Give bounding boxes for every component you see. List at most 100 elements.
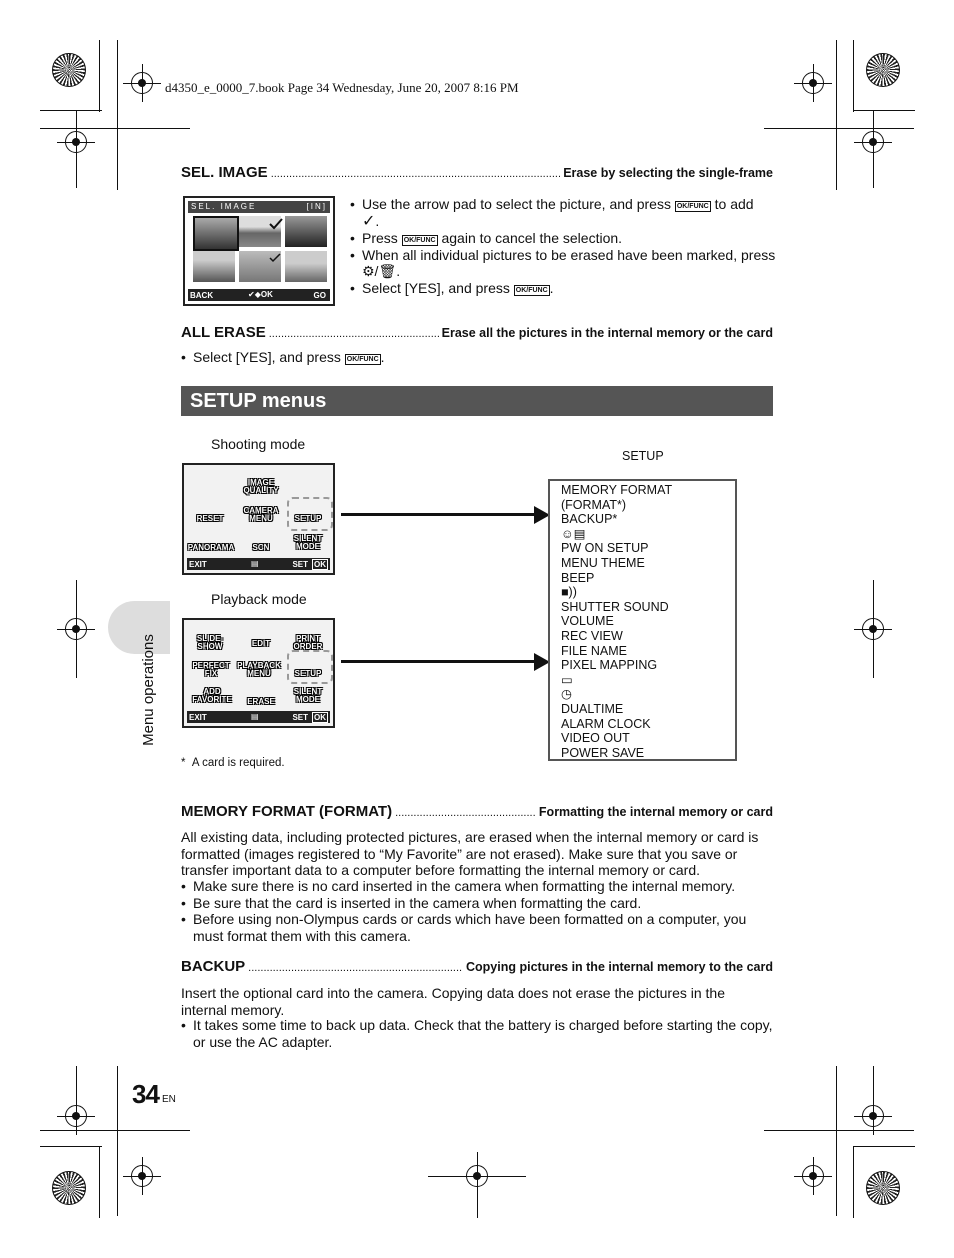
erase-icon: ⚙/🗑 (362, 263, 397, 279)
sel-image-lcd: SEL. IMAGE [IN] BACK ✔◆OK GO (183, 196, 335, 306)
menu-glyph-icon: ☺▤ (561, 526, 586, 541)
menu-item: VOLUME (561, 614, 614, 629)
setup-heading-text: SETUP menus (190, 390, 327, 412)
lcd-footer: EXIT ▤ SET OK (187, 558, 330, 570)
thumbnail (239, 216, 281, 247)
arrow-head-icon (534, 653, 550, 671)
registration-mark-icon (57, 610, 95, 648)
registration-wheel-icon (866, 53, 900, 87)
print-header: d4350_e_0000_7.book Page 34 Wednesday, J… (165, 80, 519, 95)
sel-image-bullets: Use the arrow pad to select the picture,… (350, 196, 780, 296)
all-erase-heading: ALL ERASE Erase all the pictures in the … (181, 324, 773, 341)
registration-mark-icon (794, 64, 832, 102)
backup-desc: Copying pictures in the internal memory … (466, 960, 773, 974)
menu-icon-label: CAMERA MENU (243, 506, 279, 523)
list-item: Select [YES], and press OK/FUNC. (181, 349, 681, 366)
menu-item: SHUTTER SOUND (561, 599, 669, 614)
menu-icon-label: SCN (252, 543, 270, 552)
list-item: Be sure that the card is inserted in the… (181, 895, 773, 912)
menu-icon-label: PANORAMA (187, 543, 235, 552)
lcd-footer: EXIT ▤ SET OK (187, 711, 330, 723)
menu-icon-label: SETUP (294, 669, 322, 678)
menu-glyph-icon: ◷ (561, 687, 572, 702)
dial-icon: ▤ (251, 559, 259, 568)
menu-item: POWER SAVE (561, 745, 645, 760)
playback-mode-label: Playback mode (211, 591, 307, 607)
menu-icon-label: ERASE (247, 697, 275, 706)
all-erase-bullets: Select [YES], and press OK/FUNC. (181, 349, 681, 366)
lcd-tag: [IN] (306, 202, 327, 211)
memory-format-desc: Formatting the internal memory or card (538, 805, 773, 819)
registration-mark-icon (854, 610, 892, 648)
arrow (341, 660, 536, 663)
sel-image-title: SEL. IMAGE (181, 164, 268, 181)
menu-item: BEEP (561, 570, 595, 585)
ok-func-icon: OK/FUNC (344, 354, 381, 365)
all-erase-desc: Erase all the pictures in the internal m… (441, 326, 773, 340)
menu-item: BACKUP* (561, 512, 618, 527)
list-item: Select [YES], and press OK/FUNC. (350, 280, 780, 297)
lcd-title-bar: SEL. IMAGE [IN] (188, 201, 330, 213)
thumbnail (193, 251, 235, 282)
setup-highlight (287, 497, 333, 531)
playback-menu-lcd: SLIDE-SHOW EDIT PRINT ORDER PERFECT FIX … (182, 618, 335, 728)
memory-format-title: MEMORY FORMAT (FORMAT) (181, 803, 393, 820)
registration-mark-icon (458, 1157, 496, 1195)
menu-glyph-icon: ■)) (561, 585, 577, 600)
backup-para: Insert the optional card into the camera… (181, 985, 725, 1018)
side-tab-label: Menu operations (140, 634, 157, 746)
menu-icon-label: ADD FAVORITE (192, 687, 232, 704)
all-erase-title: ALL ERASE (181, 324, 266, 341)
sel-image-desc: Erase by selecting the single-frame (563, 166, 773, 180)
menu-item: (FORMAT*) (561, 497, 627, 512)
list-item: Use the arrow pad to select the picture,… (350, 196, 780, 230)
lcd-set: SET (292, 560, 308, 569)
leader-dots (248, 962, 463, 974)
sel-image-heading: SEL. IMAGE Erase by selecting the single… (181, 164, 773, 181)
list-item: Before using non-Olympus cards or cards … (181, 911, 773, 944)
registration-mark-icon (57, 1097, 95, 1135)
registration-mark-icon (123, 64, 161, 102)
page-number: 34 (132, 1079, 160, 1109)
shooting-menu-lcd: IMAGE QUALITY RESET CAMERA MENU SETUP PA… (182, 463, 335, 575)
check-icon (269, 253, 281, 263)
registration-mark-icon (854, 123, 892, 161)
thumbnail (239, 251, 281, 282)
lcd-ok: OK (312, 559, 328, 570)
memory-format-bullets: Make sure there is no card inserted in t… (181, 878, 773, 944)
menu-icon-item: ▭ (561, 673, 672, 688)
registration-mark-icon (854, 1097, 892, 1135)
menu-item: DUALTIME (561, 701, 624, 716)
backup-bullets: It takes some time to back up data. Chec… (181, 1017, 773, 1050)
menu-item: ALARM CLOCK (561, 716, 651, 731)
menu-item: MEMORY FORMAT (561, 483, 673, 497)
menu-icon-label: SILENT MODE (293, 687, 323, 704)
lcd-exit: EXIT (189, 560, 207, 569)
menu-icon-label: PRINT ORDER (293, 634, 323, 651)
side-tab (108, 601, 170, 654)
dial-icon: ▤ (251, 712, 259, 721)
registration-mark-icon (123, 1157, 161, 1195)
ok-func-icon: OK/FUNC (513, 284, 550, 296)
menu-icon-label: PLAYBACK MENU (237, 661, 281, 678)
arrow-head-icon (534, 506, 550, 524)
thumbnail (193, 216, 239, 251)
list-item: When all individual pictures to be erase… (350, 247, 780, 280)
menu-icon-label: SETUP (294, 514, 322, 523)
menu-icon-label: EDIT (251, 639, 271, 648)
memory-format-para: All existing data, including protected p… (181, 829, 759, 878)
menu-item: REC VIEW (561, 628, 623, 643)
leader-dots (271, 168, 561, 180)
check-icon (269, 218, 283, 230)
menu-icon-label: SLIDE-SHOW (196, 634, 224, 651)
lcd-exit: EXIT (189, 713, 207, 722)
memory-format-heading: MEMORY FORMAT (FORMAT) Formatting the in… (181, 803, 773, 820)
menu-item: PW ON SETUP (561, 541, 649, 556)
menu-glyph-icon: ▭ (561, 672, 573, 687)
footnote: * A card is required. (181, 757, 285, 769)
thumbnail (285, 216, 327, 247)
setup-highlight (287, 650, 333, 684)
setup-menu-list: MEMORY FORMAT(FORMAT*)BACKUP*☺▤PW ON SET… (548, 479, 737, 761)
lcd-go: GO (313, 291, 326, 300)
leader-dots (395, 807, 536, 819)
